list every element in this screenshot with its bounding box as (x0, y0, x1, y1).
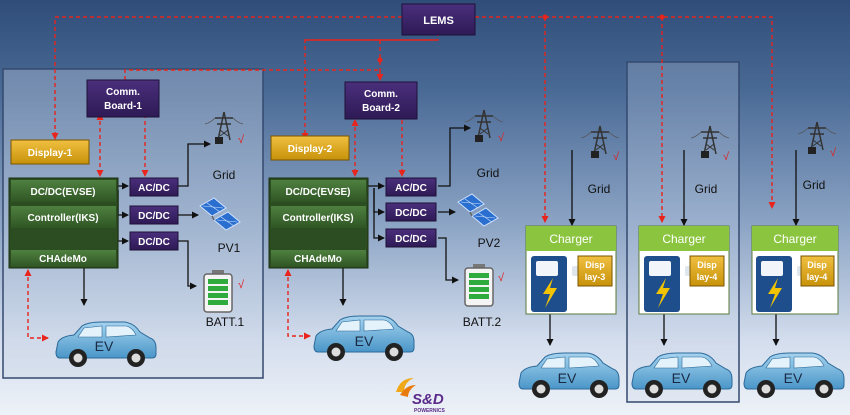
acdc-1-box (129, 177, 179, 197)
display-3-line2: lay-3 (585, 272, 606, 282)
batt-2-label: BATT.2 (463, 315, 502, 329)
display-5-line2: lay-4 (807, 272, 828, 282)
charger-1-ev-label: EV (558, 370, 577, 386)
controller-2-label: Controller(IKS) (282, 213, 353, 224)
check-icon: √ (613, 151, 620, 163)
sd-powernics-logo: S&D POWERNICS (396, 378, 446, 414)
check-icon: √ (498, 272, 505, 284)
lems-box (401, 3, 476, 36)
lems-label: LEMS (423, 15, 454, 27)
controller-2-box (271, 206, 366, 228)
display-2-label: Display-2 (288, 144, 333, 155)
acdc-2-box (385, 177, 437, 197)
chademo-2-box (271, 250, 366, 267)
check-icon: √ (723, 151, 730, 163)
station-2: Comm. Board-2 Display-2 DC/DC(EVSE) Cont… (268, 81, 505, 362)
comm-board-1 (86, 79, 160, 118)
comm-board-2-line2: Board-2 (362, 103, 400, 114)
comm-board-1-line2: Board-1 (104, 101, 142, 112)
controller-1-box (11, 206, 116, 228)
check-icon: √ (238, 279, 245, 291)
dcdc-batt-2-box (385, 228, 437, 248)
display-1-label: Display-1 (28, 148, 73, 159)
evse-2-label: DC/DC(EVSE) (285, 187, 350, 198)
charger-2-label: Charger (662, 232, 705, 246)
check-icon: √ (238, 134, 245, 146)
charger-3-header (752, 226, 838, 251)
logo-text: S&D (412, 391, 444, 408)
battery-icon (203, 269, 233, 313)
dcdc-batt-1-box (129, 231, 179, 251)
evse-1-box (11, 180, 116, 202)
charger-2-grid-label: Grid (695, 182, 718, 196)
solar-panel-icon (457, 193, 499, 227)
comm-board-1-line1: Comm. (106, 87, 140, 98)
comm-links (24, 16, 776, 342)
grid-1-label: Grid (213, 168, 236, 182)
display-5-box (800, 255, 835, 287)
battery-icon (464, 263, 494, 307)
charger-1-header (526, 226, 616, 251)
dcdc-pv-1-box (129, 205, 179, 225)
comm-board-2-line1: Comm. (364, 89, 398, 100)
charger-3: √ Grid Charger Disp lay-4 EV (743, 121, 845, 399)
charger-3-grid-label: Grid (803, 178, 826, 192)
dcdc-batt-2-label: DC/DC (395, 234, 427, 245)
logo-subtext: POWERNICS (414, 408, 446, 414)
pv-2-label: PV2 (478, 236, 501, 250)
check-icon: √ (498, 132, 505, 144)
charger-2-ev-label: EV (672, 370, 691, 386)
display-3-line1: Disp (585, 260, 605, 270)
dcdc-batt-1-label: DC/DC (138, 237, 170, 248)
display-4-box (689, 255, 725, 287)
display-5-line1: Disp (807, 260, 827, 270)
ev-2-label: EV (355, 333, 374, 349)
dcdc-pv-2-box (385, 202, 437, 222)
display-3-box (577, 255, 613, 287)
dcdc-pv-2-label: DC/DC (395, 208, 427, 219)
check-icon: √ (830, 147, 837, 159)
acdc-2-label: AC/DC (395, 183, 427, 194)
charger-1-label: Charger (549, 232, 592, 246)
charger-1: √ Grid Charger Disp lay-3 EV (518, 125, 620, 399)
evse-2-box (271, 180, 366, 202)
station-1: Comm. Board-1 Display-1 DC/DC(EVSE) Cont… (8, 79, 245, 368)
acdc-1-label: AC/DC (138, 183, 170, 194)
charger-1-grid-label: Grid (588, 182, 611, 196)
display-2-box (270, 135, 350, 161)
comm-board-2 (344, 81, 418, 120)
controller-1-label: Controller(IKS) (27, 213, 98, 224)
charger-2-header (639, 226, 729, 251)
comm-nodes (377, 14, 665, 63)
charger-3-label: Charger (773, 232, 816, 246)
display-4-line2: lay-4 (697, 272, 718, 282)
grid-2-label: Grid (477, 166, 500, 180)
dcdc-pv-1-label: DC/DC (138, 211, 170, 222)
evse-1-label: DC/DC(EVSE) (30, 187, 95, 198)
charger-3-ev-label: EV (784, 370, 803, 386)
batt-1-label: BATT.1 (206, 315, 245, 329)
chademo-1-label: CHAdeMo (39, 254, 87, 265)
display-1-box (10, 139, 90, 165)
display-4-line1: Disp (697, 260, 717, 270)
chademo-1-box (11, 250, 116, 267)
charger-2: √ Grid Charger Disp lay-4 EV (631, 125, 733, 399)
chademo-2-label: CHAdeMo (294, 254, 342, 265)
ev-1-label: EV (95, 338, 114, 354)
pv-1-label: PV1 (218, 241, 241, 255)
